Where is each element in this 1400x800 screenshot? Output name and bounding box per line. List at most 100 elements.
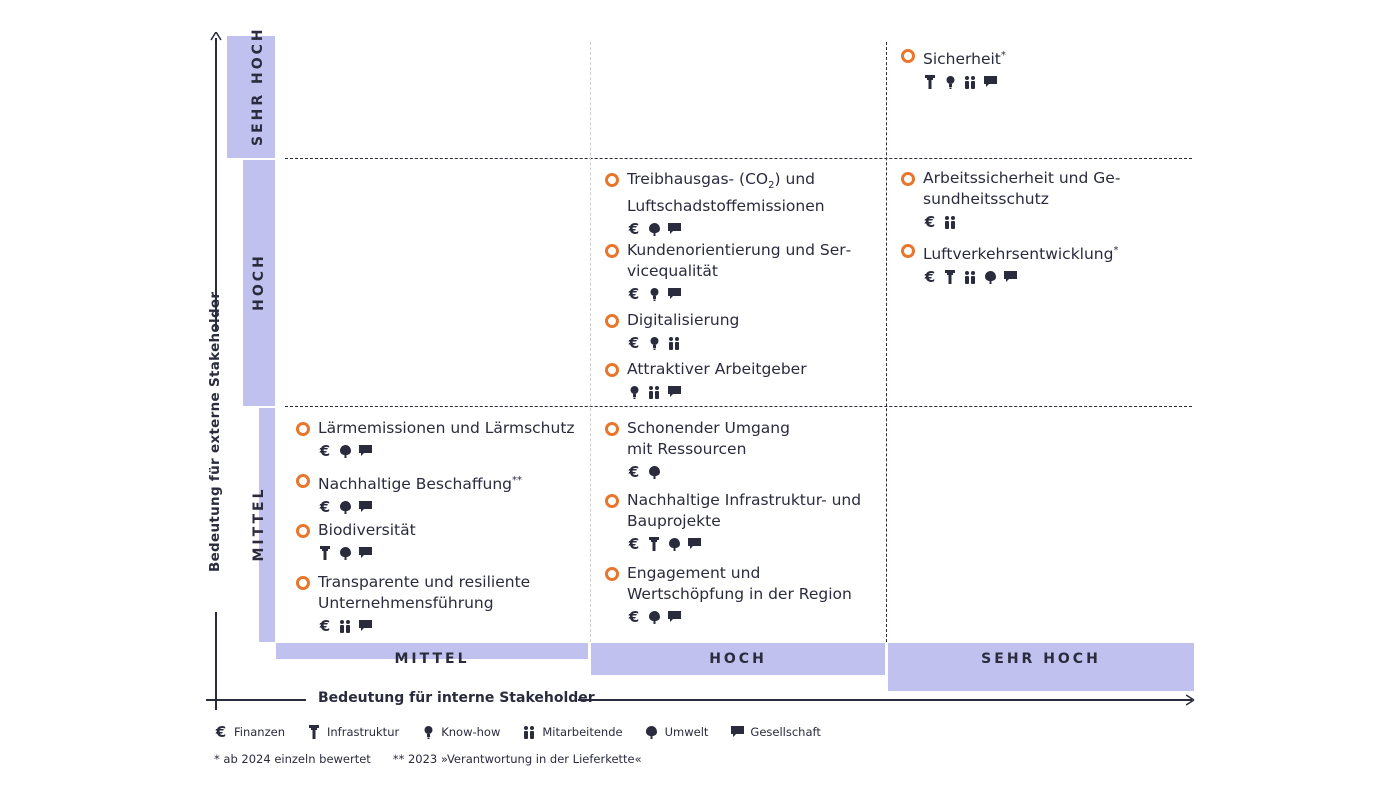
finanzen-icon: € xyxy=(628,334,640,352)
grid-line-col-1 xyxy=(590,42,591,642)
topic-bullet xyxy=(605,363,619,377)
mitarbeitende-icon xyxy=(963,269,977,285)
topic-bullet xyxy=(901,172,915,186)
topic-schonender-umgang: Schonender Umgang mit Ressourcen € xyxy=(605,418,807,481)
legend-entry: Gesellschaft xyxy=(730,724,821,740)
gesellschaft-icon xyxy=(983,74,997,90)
legend-entry: Mitarbeitende xyxy=(522,724,623,740)
topic-bullet xyxy=(605,314,619,328)
topic-bullet xyxy=(605,422,619,436)
know-how-icon xyxy=(647,335,661,351)
legend-entry: Infrastruktur xyxy=(307,724,399,740)
know-how-icon xyxy=(647,286,661,302)
gesellschaft-icon xyxy=(667,609,681,625)
know-how-icon xyxy=(421,724,435,740)
topic-bullet xyxy=(901,244,915,258)
topic-bullet xyxy=(296,474,310,488)
topic-transparente-unternehmensfuehrung: Transparente und resiliente Unternehmens… xyxy=(296,572,543,635)
gesellschaft-icon xyxy=(1003,269,1017,285)
topic-arbeitssicherheit: Arbeitssicherheit und Ge­sundheitsschutz… xyxy=(901,168,1138,231)
topic-bullet xyxy=(296,422,310,436)
x-band-label-hoch: HOCH xyxy=(709,651,767,667)
infrastruktur-icon xyxy=(943,269,957,285)
mitarbeitende-icon xyxy=(647,384,661,400)
umwelt-icon xyxy=(338,545,352,561)
y-axis-arrowhead xyxy=(210,32,222,41)
finanzen-icon: € xyxy=(924,213,936,231)
finanzen-icon: € xyxy=(628,285,640,303)
mitarbeitende-icon xyxy=(338,618,352,634)
topic-digitalisierung: Digitalisierung € xyxy=(605,310,902,352)
y-band-label-mittel: MITTEL xyxy=(251,486,267,562)
umwelt-icon xyxy=(647,221,661,237)
x-axis-line-left xyxy=(206,699,306,701)
infrastruktur-icon xyxy=(647,536,661,552)
x-axis-line-right xyxy=(578,699,1192,701)
infrastruktur-icon xyxy=(307,724,321,740)
gesellschaft-icon xyxy=(667,384,681,400)
footnotes: * ab 2024 einzeln bewertet ** 2023 »Vera… xyxy=(214,752,642,766)
topic-biodiversitaet: Biodiversität xyxy=(296,520,593,562)
gesellschaft-icon xyxy=(358,443,372,459)
finanzen-icon: € xyxy=(215,723,227,741)
mitarbeitende-icon xyxy=(667,335,681,351)
infrastruktur-icon xyxy=(318,545,332,561)
infrastruktur-icon xyxy=(923,74,937,90)
finanzen-icon: € xyxy=(628,220,640,239)
gesellschaft-icon xyxy=(358,545,372,561)
umwelt-icon xyxy=(645,724,659,740)
footnote-1: * ab 2024 einzeln bewertet xyxy=(214,752,371,766)
y-band-label-sehr-hoch: SEHR HOCH xyxy=(250,26,266,146)
topic-nachhaltige-infrastruktur: Nachhaltige Infrastruktur- und Bauprojek… xyxy=(605,490,877,553)
topic-sicherheit: Sicherheit* xyxy=(901,45,1198,91)
finanzen-icon: € xyxy=(319,498,331,517)
y-axis-line-top xyxy=(215,38,217,331)
topic-bullet xyxy=(605,567,619,581)
y-axis-label: Bedeutung für externe Stakeholder xyxy=(207,291,223,572)
topic-bullet xyxy=(605,494,619,508)
finanzen-icon: € xyxy=(319,617,331,635)
topic-bullet xyxy=(605,173,619,187)
topic-laermemissionen: Lärmemissionen und Lärmschutz € xyxy=(296,418,583,460)
legend-entry: Know-how xyxy=(421,724,500,740)
topic-bullet xyxy=(296,576,310,590)
grid-line-medium xyxy=(285,406,1192,407)
topic-treibhausgas: Treibhausgas- (CO2) und Luftschadstoffem… xyxy=(605,169,857,239)
finanzen-icon: € xyxy=(319,442,331,460)
legend-entry: €Finanzen xyxy=(215,723,285,741)
know-how-icon xyxy=(943,74,957,90)
y-band-sehr-hoch xyxy=(227,36,275,158)
y-axis-line-bottom xyxy=(215,612,217,710)
finanzen-icon: € xyxy=(628,463,640,481)
y-band-label-hoch: HOCH xyxy=(251,253,267,311)
legend-entry: Umwelt xyxy=(645,724,708,740)
topic-engagement: Engagement und Wertschöpfung in der Regi… xyxy=(605,563,882,626)
grid-line-high xyxy=(285,158,1192,159)
umwelt-icon xyxy=(647,609,661,625)
gesellschaft-icon xyxy=(667,221,681,237)
gesellschaft-icon xyxy=(667,286,681,302)
umwelt-icon xyxy=(667,536,681,552)
gesellschaft-icon xyxy=(687,536,701,552)
topic-bullet xyxy=(901,49,915,63)
topic-attraktiver-arbeitgeber: Attraktiver Arbeitgeber xyxy=(605,359,902,401)
x-band-label-mittel: MITTEL xyxy=(394,651,470,667)
umwelt-icon xyxy=(983,269,997,285)
topic-bullet xyxy=(605,244,619,258)
gesellschaft-icon xyxy=(358,499,372,515)
topic-luftverkehrsentwicklung: Luftverkehrsentwicklung* € xyxy=(901,240,1198,287)
mitarbeitende-icon xyxy=(943,214,957,230)
topic-nachhaltige-beschaffung: Nachhaltige Beschaffung** € xyxy=(296,470,593,517)
x-axis-label: Bedeutung für interne Stakeholder xyxy=(318,690,595,706)
mitarbeitende-icon xyxy=(963,74,977,90)
umwelt-icon xyxy=(647,464,661,480)
x-band-mittel xyxy=(276,643,588,659)
know-how-icon xyxy=(627,384,641,400)
umwelt-icon xyxy=(338,499,352,515)
y-band-mittel xyxy=(259,408,275,642)
finanzen-icon: € xyxy=(924,268,936,287)
x-axis-arrowhead xyxy=(1186,694,1195,706)
topic-bullet xyxy=(296,524,310,538)
finanzen-icon: € xyxy=(628,608,640,626)
x-band-sehr-hoch xyxy=(888,643,1194,691)
